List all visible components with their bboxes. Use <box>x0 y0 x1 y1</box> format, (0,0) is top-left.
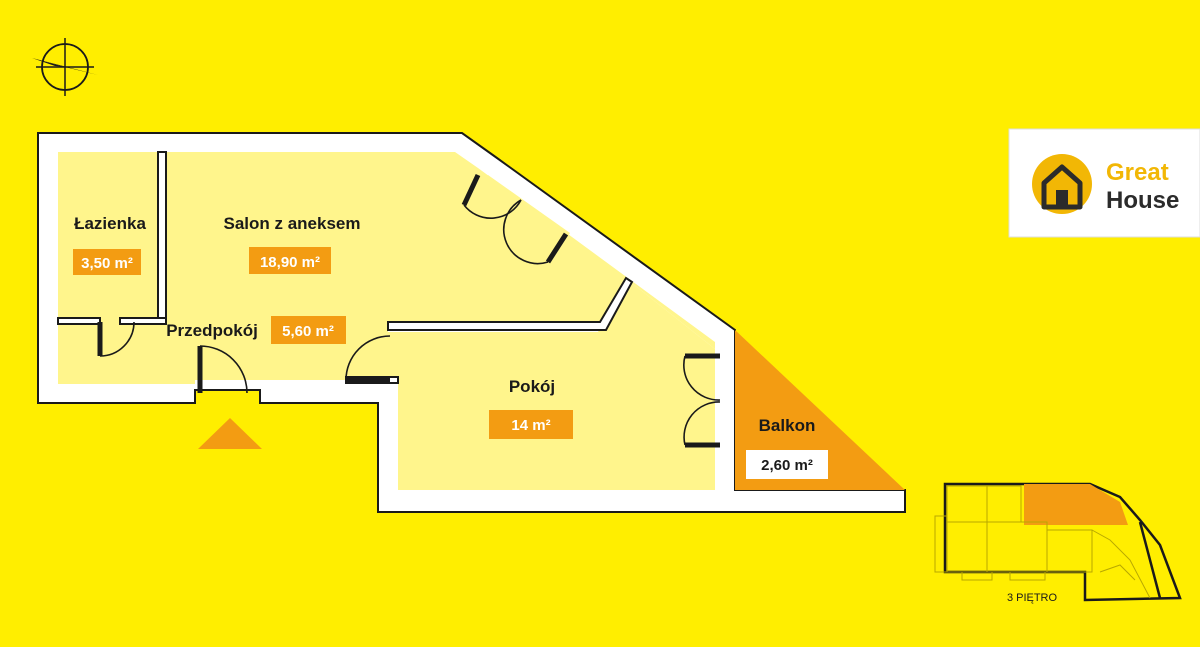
badge-lazienka <box>73 249 141 275</box>
entrance-arrow-icon <box>198 418 262 449</box>
area-lazienka: 3,50 m² <box>81 255 133 272</box>
badge-przedpokoj <box>271 316 346 344</box>
brand-logo: Great House <box>1008 128 1200 238</box>
area-pokoj: 14 m² <box>511 417 550 434</box>
label-balkon: Balkon <box>759 416 816 435</box>
label-salon: Salon z aneksem <box>223 214 360 233</box>
area-salon: 18,90 m² <box>260 254 320 271</box>
key-plan: 3 PIĘTRO <box>934 482 1182 604</box>
badge-pokoj <box>489 410 573 439</box>
room-lazienka <box>58 152 158 318</box>
house-icon <box>1032 154 1092 214</box>
room-pokoj <box>346 280 715 490</box>
label-lazienka: Łazienka <box>74 214 146 233</box>
key-plan-floor-label: 3 PIĘTRO <box>1007 592 1058 604</box>
room-salon <box>166 152 715 349</box>
brand-line2: House <box>1106 187 1179 214</box>
area-balkon: 2,60 m² <box>761 457 813 474</box>
brand-line1: Great <box>1106 159 1169 186</box>
compass-icon <box>32 38 98 96</box>
label-pokoj: Pokój <box>509 377 555 396</box>
area-przedpokoj: 5,60 m² <box>282 323 334 340</box>
window-opening <box>474 175 570 258</box>
key-plan-highlight <box>1024 484 1128 525</box>
doors <box>97 173 721 448</box>
badge-salon <box>249 247 331 274</box>
label-przedpokoj: Przedpokój <box>166 321 258 340</box>
badge-balkon <box>746 450 828 479</box>
